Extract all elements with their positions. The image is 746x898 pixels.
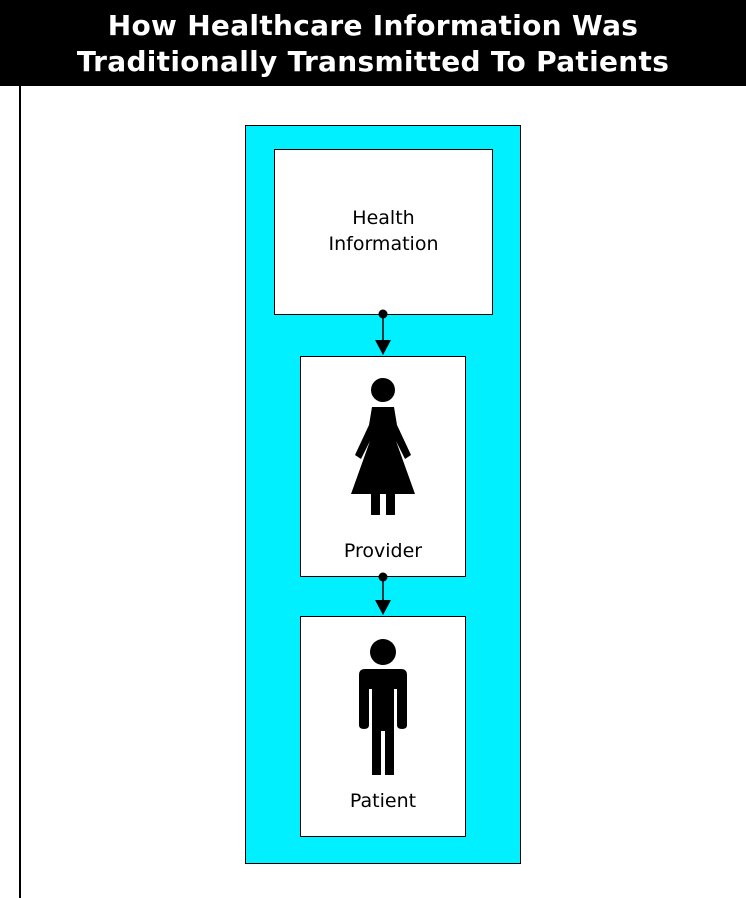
- title-bar: How Healthcare Information Was Tradition…: [0, 0, 746, 86]
- provider-box: Provider: [300, 356, 466, 577]
- patient-box: Patient: [300, 616, 466, 837]
- title-line-1: How Healthcare Information Was: [107, 9, 639, 42]
- health-information-line-1: Health: [352, 207, 415, 229]
- provider-label: Provider: [343, 540, 423, 562]
- woman-icon: [351, 378, 415, 515]
- patient-label: Patient: [349, 790, 417, 812]
- title-line-2: Traditionally Transmitted To Patients: [76, 45, 670, 78]
- health-information-label: Health Information: [275, 205, 492, 257]
- health-information-box: Health Information: [274, 149, 493, 315]
- page-frame: [19, 0, 746, 898]
- man-icon: [359, 639, 407, 775]
- health-information-line-2: Information: [328, 233, 439, 255]
